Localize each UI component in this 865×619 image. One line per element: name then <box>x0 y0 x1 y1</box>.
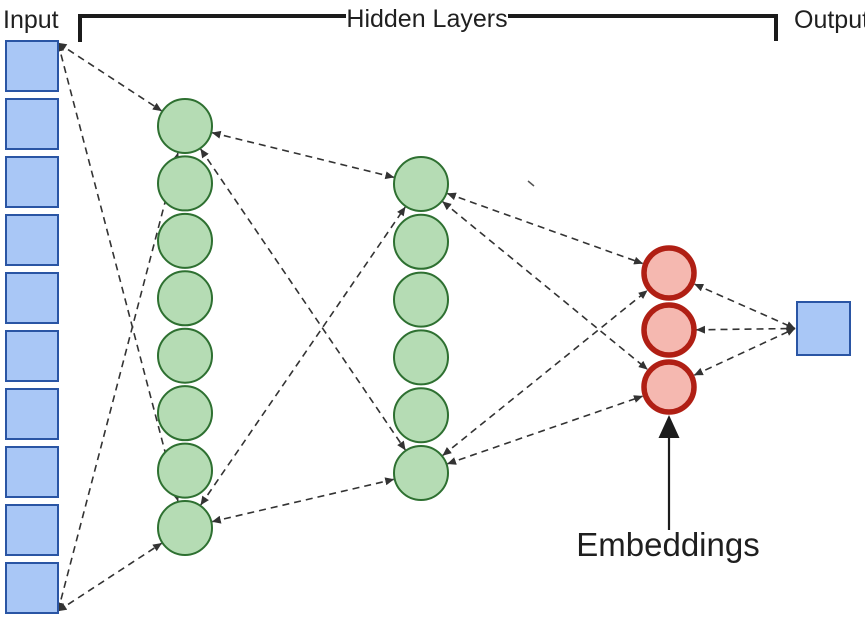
connection-line <box>211 477 395 524</box>
connection-line <box>57 542 163 612</box>
input-node <box>5 40 59 92</box>
input-node <box>5 156 59 208</box>
hidden1-node <box>157 270 213 327</box>
stray-mark <box>527 180 535 187</box>
connection-line <box>200 148 406 451</box>
input-node <box>5 446 59 498</box>
hidden2-node <box>393 445 449 501</box>
hidden2-node <box>393 271 449 328</box>
connections-layer <box>56 42 796 612</box>
input-label: Input <box>3 6 59 34</box>
input-node <box>5 562 59 614</box>
hidden1-node <box>157 442 213 499</box>
input-node <box>5 388 59 440</box>
hidden1-node <box>157 327 213 384</box>
output-node <box>796 301 851 356</box>
input-node <box>5 330 59 382</box>
connection-line <box>693 327 796 376</box>
input-node <box>5 214 59 266</box>
embeddings-arrowhead-icon <box>658 415 680 438</box>
hidden2-node <box>393 329 449 386</box>
hidden-layers-label: Hidden Layers <box>346 5 507 33</box>
output-label: Output <box>794 6 865 34</box>
connection-line <box>57 42 162 112</box>
hidden1-node <box>157 500 213 557</box>
hidden2-node <box>393 156 449 212</box>
connection-line <box>56 152 180 612</box>
hidden1-node <box>157 155 213 212</box>
input-node <box>5 98 59 150</box>
connection-line <box>694 283 796 330</box>
embedding-node <box>641 302 697 358</box>
connection-line <box>200 206 406 506</box>
connection-line <box>211 130 395 180</box>
connection-line <box>442 289 648 457</box>
connection-line <box>447 395 643 465</box>
input-node <box>5 504 59 556</box>
input-node <box>5 272 59 324</box>
connection-line <box>696 324 796 334</box>
hidden1-node <box>157 385 213 442</box>
hidden1-node <box>157 212 213 269</box>
hidden-layers-bracket <box>78 14 778 42</box>
connection-line <box>446 192 644 265</box>
connection-line <box>56 42 180 502</box>
hidden2-node <box>393 387 449 444</box>
embeddings-annotation: Embeddings <box>576 415 760 563</box>
hidden2-node <box>393 213 449 270</box>
embedding-node <box>641 359 697 415</box>
connection-line <box>442 201 648 370</box>
embeddings-label: Embeddings <box>576 526 759 563</box>
embedding-node <box>641 245 697 301</box>
nodes-layer <box>5 40 851 614</box>
hidden1-node <box>157 98 213 154</box>
